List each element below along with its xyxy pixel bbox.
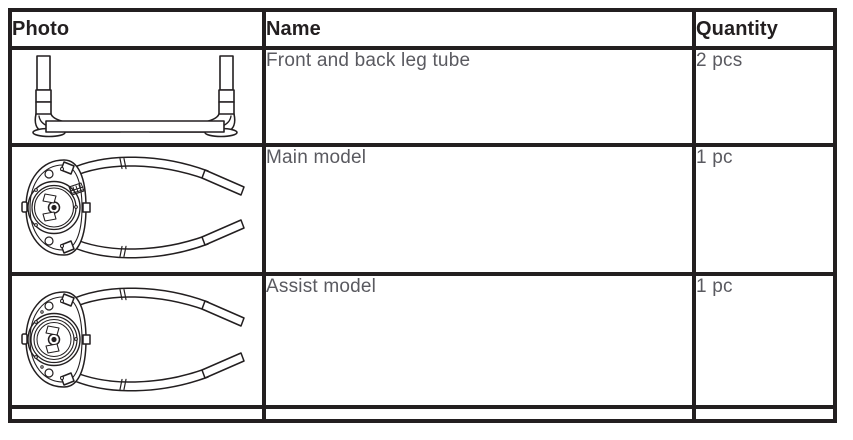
column-header-name: Name [262,8,696,50]
part-name: Main model [262,143,696,276]
assist-model-diagram-icon [12,276,262,401]
part-name: Assist model [262,272,696,409]
part-name: Front and back leg tube [262,46,696,147]
part-quantity: 2 pcs [692,46,837,147]
table-row: Assist model 1 pc [8,272,837,409]
parts-table: Photo Name Quantity [8,8,837,423]
part-quantity [692,405,837,423]
part-name [262,405,696,423]
part-quantity: 1 pc [692,143,837,276]
table-header: Photo Name Quantity [8,8,837,50]
photo-cell-partial [8,405,266,423]
table-body: Front and back leg tube 2 pcs [8,46,837,423]
part-quantity: 1 pc [692,272,837,409]
photo-cell-leg-tube [8,46,266,147]
table-row: Front and back leg tube 2 pcs [8,46,837,147]
table-row [8,405,837,423]
leg-tube-diagram-icon [12,50,262,139]
table-header-row: Photo Name Quantity [8,8,837,50]
main-model-diagram-icon [12,147,262,268]
photo-cell-main-model [8,143,266,276]
table-row: Main model 1 pc [8,143,837,276]
photo-cell-assist-model [8,272,266,409]
column-header-photo: Photo [8,8,266,50]
column-header-quantity: Quantity [692,8,837,50]
